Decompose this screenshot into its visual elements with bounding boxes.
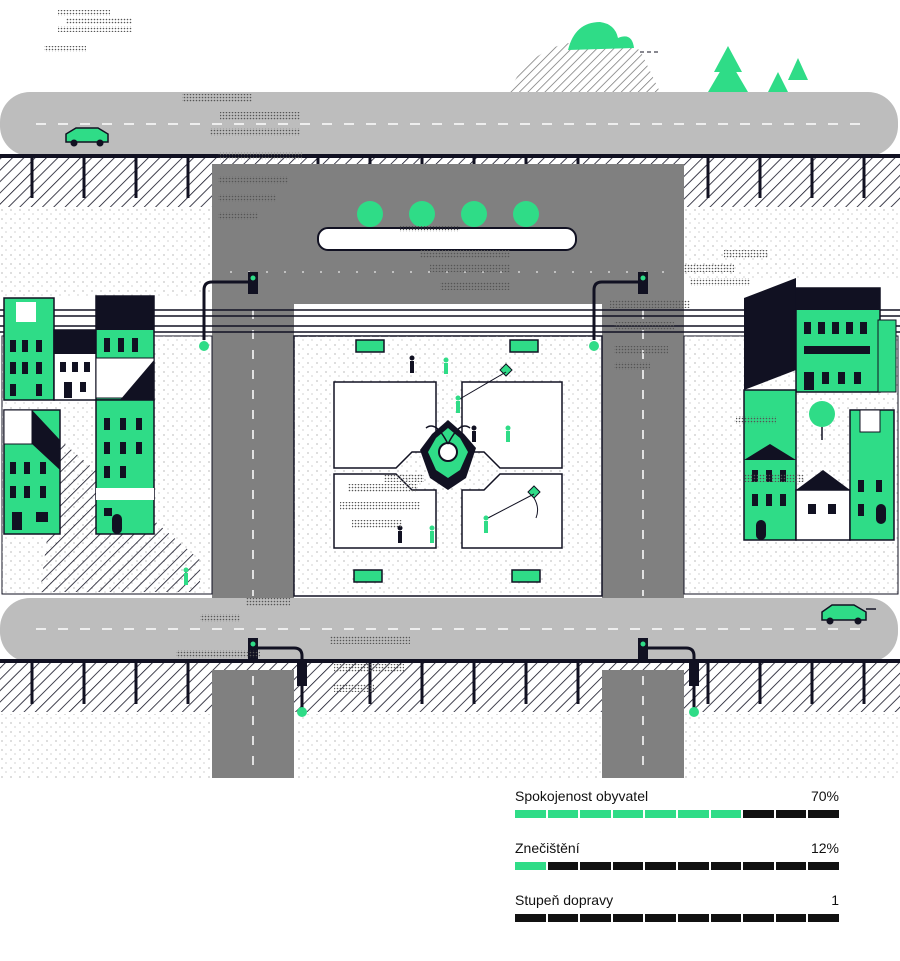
bar-segment [515, 862, 546, 870]
car-icon [821, 604, 876, 625]
building-icon [3, 295, 155, 535]
bar-segment [808, 810, 839, 818]
bar-segment [515, 810, 546, 818]
stat-label: Znečištění [515, 840, 580, 856]
satisfaction-bar [515, 810, 839, 818]
bar-segment [743, 862, 774, 870]
bar-segment [677, 862, 709, 870]
bar-segment [808, 862, 839, 870]
bar-segment [808, 914, 839, 922]
bar-segment [580, 810, 611, 818]
fountain-icon [420, 420, 476, 490]
bar-segment [710, 914, 742, 922]
bar-segment [547, 914, 579, 922]
stat-satisfaction: Spokojenost obyvatel 70% [515, 785, 839, 837]
traffic-bar [515, 914, 839, 922]
cloud-icon [44, 10, 132, 52]
car-icon [65, 127, 109, 147]
bar-segment [580, 862, 611, 870]
stat-value: 12% [810, 840, 839, 856]
bottom-road [0, 598, 900, 712]
stat-pollution: Znečištění 12% [515, 837, 839, 889]
stat-value: 70% [810, 788, 839, 804]
traffic-light-icon [199, 272, 699, 717]
bar-segment [645, 914, 676, 922]
kite-icon [457, 363, 541, 519]
tree-icon [317, 201, 577, 251]
bar-segment [743, 810, 774, 818]
building-icon [743, 278, 897, 541]
bar-segment [743, 914, 774, 922]
bar-segment [547, 862, 579, 870]
bar-segment [645, 862, 676, 870]
bar-segment [645, 810, 676, 818]
pollution-bar [515, 862, 839, 870]
bench-icon [353, 339, 541, 583]
bar-segment [775, 862, 807, 870]
plaza [293, 335, 603, 597]
stat-label: Stupeň dopravy [515, 892, 614, 908]
bar-segment [612, 810, 644, 818]
bar-segment [612, 914, 644, 922]
bar-segment [580, 914, 611, 922]
bar-segment [775, 810, 807, 818]
bar-segment [677, 810, 709, 818]
stats-panel: Spokojenost obyvatel 70% Znečištění 12% … [515, 785, 839, 941]
tree-icon [708, 46, 808, 92]
bar-segment [547, 810, 579, 818]
bar-segment [612, 862, 644, 870]
bar-segment [775, 914, 807, 922]
bar-segment [677, 914, 709, 922]
bar-segment [710, 862, 742, 870]
stat-label: Spokojenost obyvatel [515, 788, 649, 804]
stat-traffic: Stupeň dopravy 1 [515, 889, 839, 941]
cloud-icon [176, 94, 804, 692]
hill [510, 22, 660, 92]
bar-segment [710, 810, 742, 818]
bar-segment [515, 914, 546, 922]
stat-value: 1 [831, 892, 839, 908]
